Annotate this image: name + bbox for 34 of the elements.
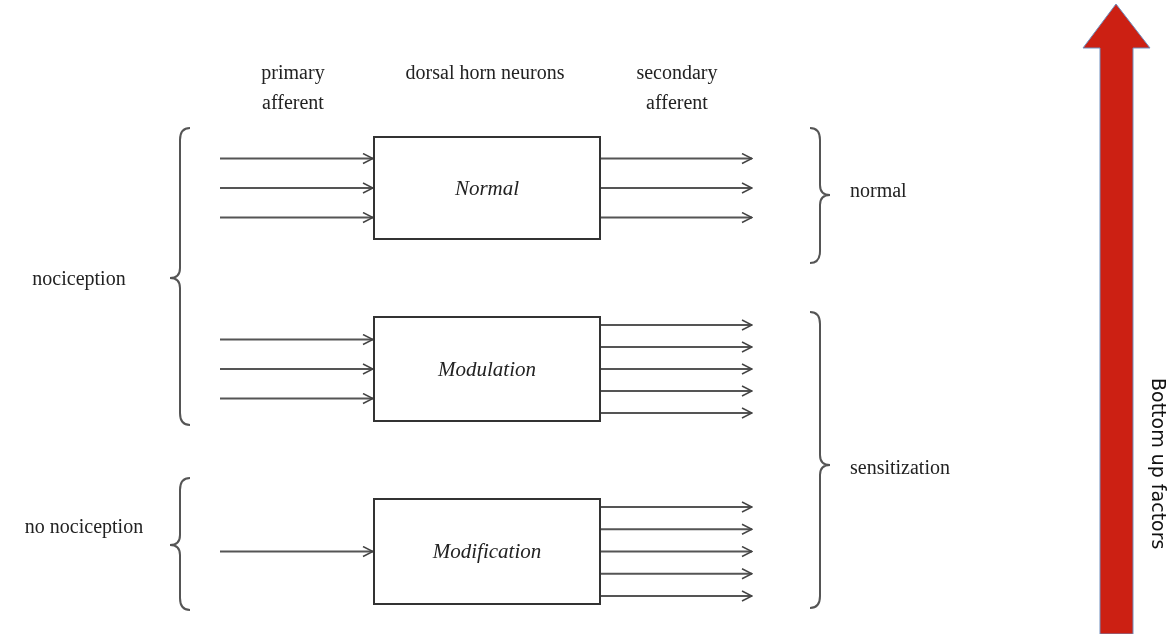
arrow — [600, 363, 753, 375]
box-label: Modification — [432, 539, 542, 564]
box-label: Normal — [454, 175, 520, 201]
arrow — [219, 333, 374, 346]
arrow — [600, 501, 753, 513]
arrow — [219, 152, 374, 165]
text-label: secondary afferent — [635, 60, 719, 115]
arrow — [219, 545, 374, 558]
process-box — [373, 316, 601, 422]
arrow — [219, 211, 374, 224]
arrow — [600, 407, 753, 419]
arrow — [219, 363, 374, 375]
arrow — [600, 182, 753, 194]
arrow — [600, 152, 753, 165]
arrow — [600, 319, 753, 331]
arrow — [219, 392, 374, 405]
text-label: primary afferent — [260, 60, 326, 115]
arrow — [219, 182, 374, 194]
text-label: sensitization — [850, 455, 951, 480]
process-box — [373, 136, 601, 240]
arrow — [600, 568, 753, 580]
text-label: Bottom up factors — [1148, 378, 1170, 550]
arrow — [600, 211, 753, 224]
process-box — [373, 498, 601, 605]
text-label: nociception — [31, 266, 127, 292]
text-label: normal — [850, 178, 908, 203]
arrow — [600, 590, 753, 602]
arrow — [600, 341, 753, 353]
arrow — [600, 523, 753, 535]
arrow — [600, 545, 753, 558]
arrow — [600, 385, 753, 397]
text-label: no nociception — [23, 514, 145, 540]
text-label: dorsal horn neurons — [405, 60, 565, 85]
box-label: Modulation — [438, 356, 536, 382]
